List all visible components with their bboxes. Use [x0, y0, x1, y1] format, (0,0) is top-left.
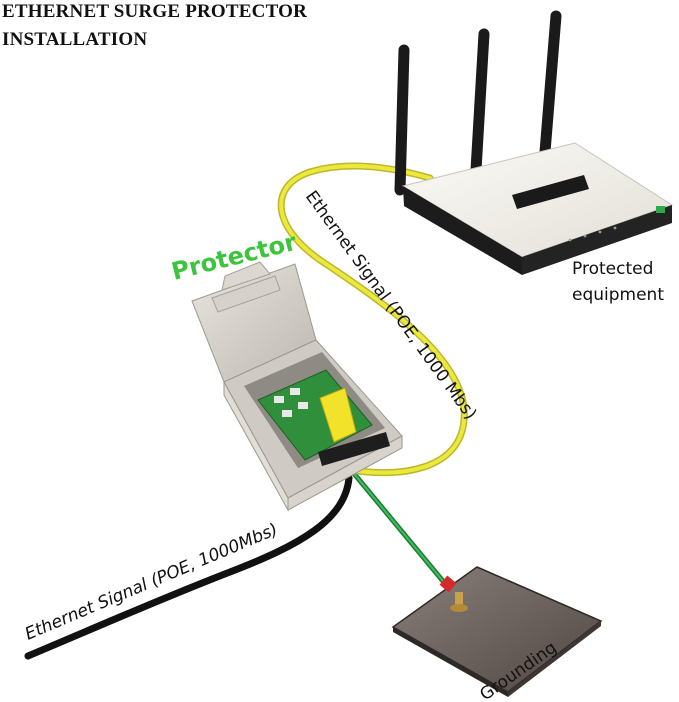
grounding-plate-icon: [391, 566, 603, 697]
ethernet-cable-top-highlight: [279, 164, 467, 475]
protected-equipment-line-2: equipment: [572, 285, 664, 305]
title-line-2: INSTALLATION: [2, 29, 148, 50]
ethernet-cable-bottom: [24, 474, 353, 660]
protected-equipment-line-1: Protected: [572, 259, 653, 279]
title-line-1: ETHERNET SURGE PROTECTOR: [2, 1, 308, 22]
surge-protector-box-icon: [191, 261, 403, 512]
ground-wire-highlight: [350, 469, 448, 587]
ethernet-signal-bottom-label: Ethernet Signal (POE, 1000Mbs): [22, 520, 281, 645]
wifi-router-icon: [394, 10, 674, 275]
